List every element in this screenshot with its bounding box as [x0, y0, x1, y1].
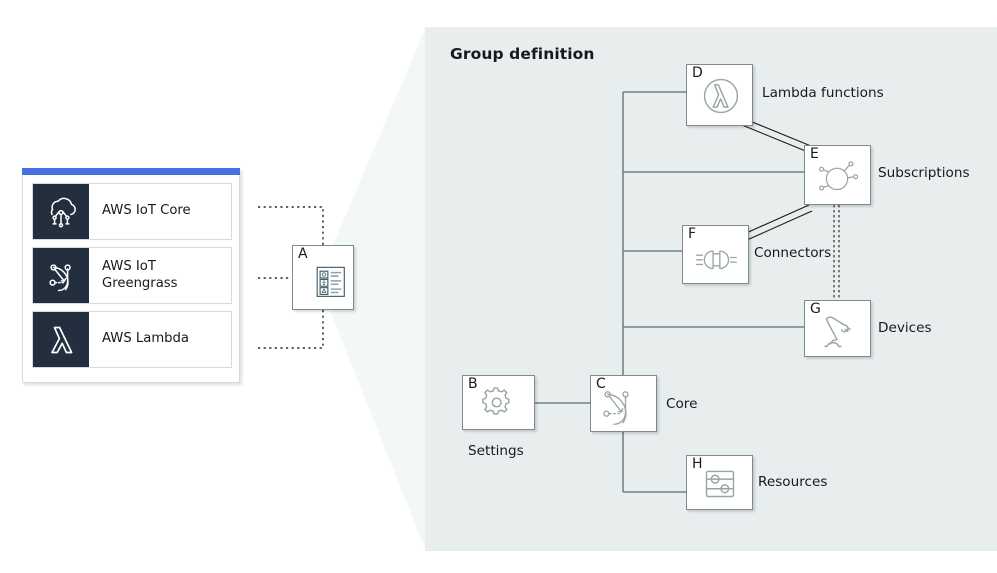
greengrass-icon — [33, 248, 89, 303]
node-letter: B — [468, 376, 478, 392]
lambda-circle-icon — [703, 78, 739, 114]
expansion-wedge — [330, 27, 426, 551]
node-letter: E — [810, 146, 819, 162]
group-list-icon — [316, 266, 345, 297]
node-b-caption: Settings — [468, 443, 524, 459]
gear-icon — [482, 387, 510, 415]
node-c-caption: Core — [666, 396, 698, 412]
node-g-devices[interactable]: G — [804, 300, 871, 357]
page-title: Group definition — [450, 45, 595, 63]
aws-services-card: AWS IoT Core AWS IoT Gre — [22, 168, 240, 383]
node-e-subscriptions[interactable]: E — [804, 145, 871, 205]
node-a-group[interactable]: A — [292, 245, 354, 310]
robot-arm-icon — [824, 316, 851, 348]
node-c-core[interactable]: C — [590, 375, 657, 432]
node-f-caption: Connectors — [754, 245, 832, 261]
node-d-caption: Lambda functions — [762, 85, 884, 101]
node-b-settings[interactable]: B — [462, 375, 535, 430]
service-row-lambda[interactable]: AWS Lambda — [32, 311, 232, 368]
service-label: AWS IoT Greengrass — [102, 259, 178, 291]
node-g-caption: Devices — [878, 320, 932, 336]
greengrass-core-icon — [603, 391, 629, 425]
node-h-resources[interactable]: H — [686, 455, 753, 510]
node-f-connectors[interactable]: F — [682, 225, 749, 284]
resources-sliders-icon — [705, 470, 735, 498]
plug-connector-icon — [695, 250, 737, 270]
service-row-iot-core[interactable]: AWS IoT Core — [32, 183, 232, 240]
card-accent-bar — [22, 168, 240, 175]
lambda-icon — [33, 312, 89, 367]
node-d-lambda-functions[interactable]: D — [686, 64, 753, 126]
service-row-greengrass[interactable]: AWS IoT Greengrass — [32, 247, 232, 304]
service-label: AWS Lambda — [102, 331, 189, 347]
iot-core-cloud-icon — [33, 184, 89, 239]
node-letter: C — [596, 376, 606, 392]
node-letter: F — [688, 226, 697, 242]
service-label: AWS IoT Core — [102, 203, 191, 219]
subscriptions-hub-icon — [818, 161, 859, 191]
node-letter: A — [298, 246, 308, 262]
node-letter: D — [692, 65, 703, 81]
node-letter: H — [692, 456, 703, 472]
node-h-caption: Resources — [758, 474, 828, 490]
node-letter: G — [810, 301, 821, 317]
node-e-caption: Subscriptions — [878, 165, 970, 181]
